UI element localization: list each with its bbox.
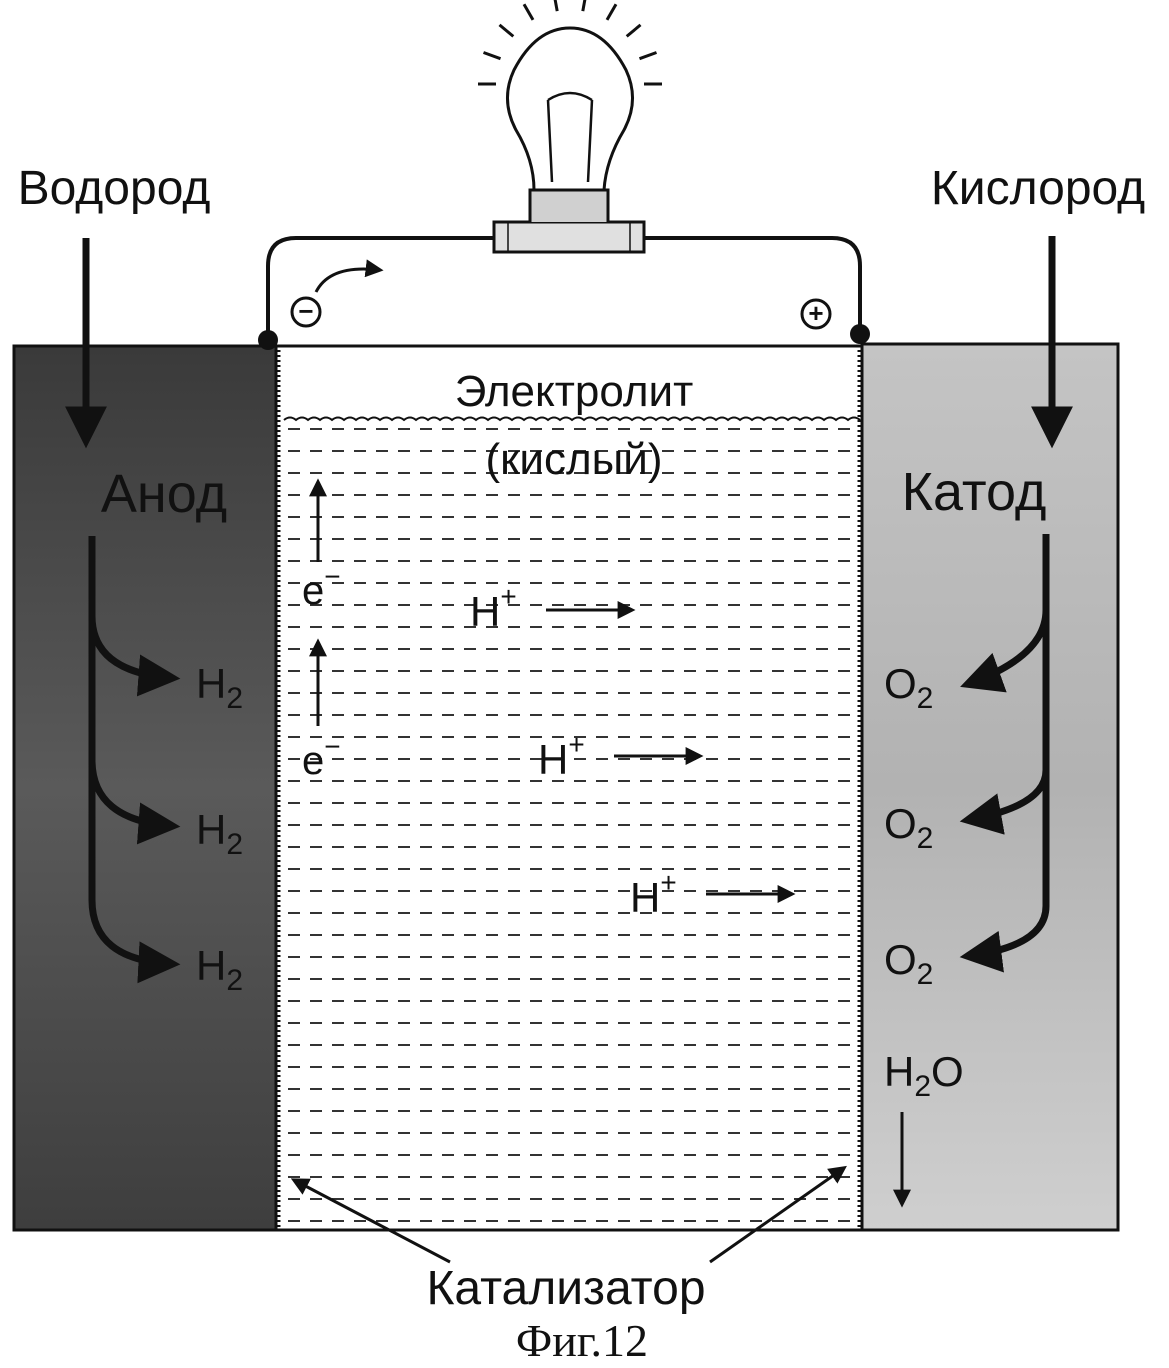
light-ray xyxy=(498,23,515,38)
cathode-species-subscript: 2 xyxy=(917,822,934,855)
proton-symbol: H xyxy=(470,588,500,635)
cathode-species-subscript: 2 xyxy=(917,958,934,991)
electron-label-2: e− xyxy=(302,731,341,783)
svg-text:O2: O2 xyxy=(884,936,933,991)
cathode-block xyxy=(860,342,1120,1232)
proton-charge: + xyxy=(568,729,584,760)
water-symbol-o: O xyxy=(931,1048,964,1095)
plus-sign: + xyxy=(808,298,823,328)
light-ray xyxy=(605,3,618,21)
plus-sign-icon xyxy=(800,298,832,330)
electron-charge: − xyxy=(324,561,340,592)
cathode-species-subscript: 2 xyxy=(917,682,934,715)
svg-text:H+: H+ xyxy=(538,729,585,783)
cathode-species-symbol: O xyxy=(884,800,917,847)
electrolyte-label: Электролит xyxy=(455,367,694,416)
svg-text:O2: O2 xyxy=(884,660,933,715)
electron-flow-arrow xyxy=(314,259,384,293)
cathode-label: Катод xyxy=(902,462,1047,522)
water-symbol-h: H xyxy=(884,1048,914,1095)
electrolyte-surface xyxy=(283,416,861,422)
svg-text:H+: H+ xyxy=(630,867,677,921)
light-ray xyxy=(482,51,502,61)
catalyst-pointer-left xyxy=(290,1178,451,1264)
proton-charge: + xyxy=(660,867,676,898)
cathode-species-1: O2 xyxy=(884,660,933,715)
proton-label-1: H+ xyxy=(470,581,517,635)
light-ray xyxy=(625,23,642,38)
light-rays-icon xyxy=(478,0,662,86)
cathode-species-symbol: O xyxy=(884,936,917,983)
anode-species-symbol: H xyxy=(196,660,226,707)
svg-text:H+: H+ xyxy=(470,581,517,635)
electron-symbol: e xyxy=(302,739,324,783)
anode-terminal xyxy=(258,330,278,350)
svg-text:H2: H2 xyxy=(196,942,243,997)
minus-sign-icon xyxy=(290,296,322,328)
light-ray xyxy=(638,51,658,61)
proton-label-3: H+ xyxy=(630,867,677,921)
cathode-terminal xyxy=(850,324,870,344)
cathode-species-3: O2 xyxy=(884,936,933,991)
oxygen-label: Кислород xyxy=(931,162,1145,215)
svg-text:H2: H2 xyxy=(196,660,243,715)
cathode-species-2: O2 xyxy=(884,800,933,855)
svg-text:e−: e− xyxy=(302,731,341,783)
electron-symbol: e xyxy=(302,569,324,613)
cathode-species-symbol: O xyxy=(884,660,917,707)
water-subscript: 2 xyxy=(914,1070,931,1103)
anode-species-subscript: 2 xyxy=(226,964,243,997)
anode-species-2: H2 xyxy=(196,806,243,861)
svg-text:e−: e− xyxy=(302,561,341,613)
svg-text:H2O: H2O xyxy=(884,1048,964,1103)
light-ray xyxy=(522,3,535,21)
proton-charge: + xyxy=(500,581,516,612)
anode-species-symbol: H xyxy=(196,806,226,853)
proton-symbol: H xyxy=(630,874,660,921)
hydrogen-label: Водород xyxy=(18,162,211,215)
anode-species-3: H2 xyxy=(196,942,243,997)
anode-flow-arrows xyxy=(88,536,181,984)
light-ray xyxy=(553,0,559,12)
electrolyte-liquid xyxy=(284,424,854,1224)
anode-label: Анод xyxy=(101,464,227,524)
anode-species-symbol: H xyxy=(196,942,226,989)
external-circuit-wire xyxy=(266,236,862,340)
proton-label-2: H+ xyxy=(538,729,585,783)
figure-caption: Фиг.12 xyxy=(516,1315,648,1366)
anode-species-1: H2 xyxy=(196,660,243,715)
anode-species-subscript: 2 xyxy=(226,828,243,861)
cathode-flow-arrows xyxy=(959,534,1050,973)
electron-label-1: e− xyxy=(302,561,341,613)
electrolyte-type-label: (кислый) xyxy=(485,435,662,484)
minus-sign: − xyxy=(298,296,313,326)
anode-species-subscript: 2 xyxy=(226,682,243,715)
light-ray xyxy=(581,0,587,12)
anode-block xyxy=(12,344,278,1232)
catalyst-pointer-right xyxy=(709,1165,847,1264)
light-bulb-icon xyxy=(492,26,646,254)
catalyst-label: Катализатор xyxy=(426,1262,705,1315)
svg-text:O2: O2 xyxy=(884,800,933,855)
svg-text:H2: H2 xyxy=(196,806,243,861)
electron-charge: − xyxy=(324,731,340,762)
proton-symbol: H xyxy=(538,736,568,783)
water-product: H2O xyxy=(884,1048,964,1103)
